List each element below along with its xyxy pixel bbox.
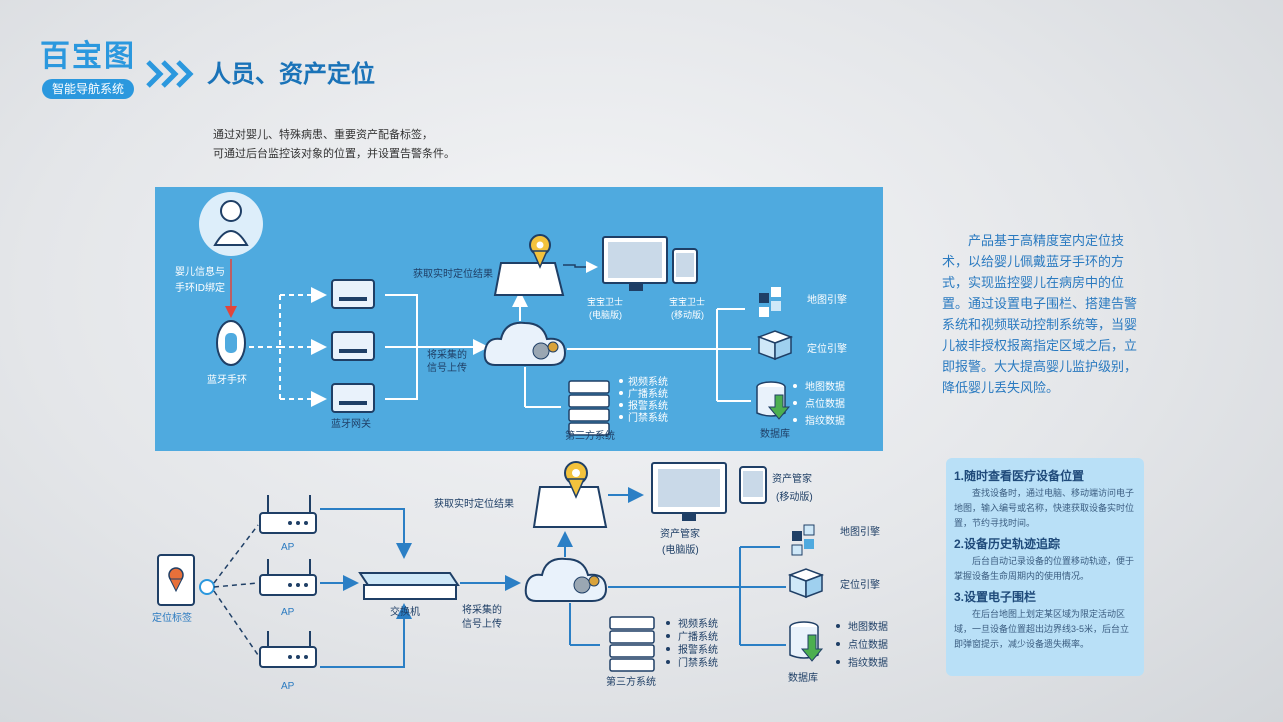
baby-info-label-2: 手环ID绑定 bbox=[175, 281, 225, 294]
upload-label-1: 将采集的 bbox=[427, 348, 467, 361]
locate-engine-label: 定位引擎 bbox=[807, 342, 847, 355]
features-card: 1.随时查看医疗设备位置 查找设备时，通过电脑、移动端访问电子地图，输入编号或名… bbox=[946, 458, 1144, 676]
intro-line-1: 通过对婴儿、特殊病患、重要资产配备标签， bbox=[213, 129, 433, 141]
mobile-app-label-2: (移动版) bbox=[776, 490, 813, 503]
map-pin-icon bbox=[493, 234, 565, 296]
locate-engine-icon bbox=[787, 568, 825, 599]
gateway-icon-2 bbox=[331, 331, 375, 361]
gateway-icon-1 bbox=[331, 279, 375, 309]
third-item-4: 门禁系统 bbox=[628, 411, 668, 424]
db-item-2: 点位数据 bbox=[805, 397, 845, 410]
switch-icon bbox=[358, 572, 460, 600]
get-result-label: 获取实时定位结果 bbox=[434, 497, 514, 510]
feature-title-1: 1.随时查看医疗设备位置 bbox=[954, 469, 1085, 483]
upload-label-2: 信号上传 bbox=[462, 618, 502, 630]
database-icon bbox=[756, 381, 791, 420]
ap-icon-1 bbox=[259, 495, 317, 534]
map-engine-label: 地图引擎 bbox=[807, 293, 847, 306]
db-item-1: 地图数据 bbox=[848, 620, 888, 633]
third-item-4: 门禁系统 bbox=[678, 656, 718, 669]
db-item-1: 地图数据 bbox=[805, 380, 845, 393]
baby-info-label: 婴儿信息与 bbox=[175, 265, 225, 278]
third-item-2: 广播系统 bbox=[678, 630, 718, 643]
tablet-icon bbox=[672, 248, 698, 284]
logo: 百宝图 bbox=[40, 40, 136, 73]
database-icon bbox=[789, 621, 824, 662]
page-title: 人员、资产定位 bbox=[207, 61, 375, 88]
feature-title-3: 3.设置电子围栏 bbox=[954, 590, 1037, 604]
pc-app-label: 资产管家 bbox=[660, 527, 700, 540]
tag-label: 定位标签 bbox=[152, 611, 192, 624]
intro-line-2: 可通过后台监控该对象的位置，并设置告警条件。 bbox=[213, 148, 455, 160]
third-party-label: 第三方系统 bbox=[606, 675, 656, 688]
monitor-icon bbox=[602, 236, 668, 291]
cloud-icon bbox=[524, 557, 608, 602]
bracelet-label: 蓝牙手环 bbox=[207, 373, 247, 386]
ap-icon-3 bbox=[259, 631, 317, 668]
location-tag-icon bbox=[157, 554, 195, 606]
baby-icon bbox=[199, 192, 263, 256]
third-item-2: 广播系统 bbox=[628, 387, 668, 400]
mobile-app-label: 宝宝卫士 bbox=[669, 296, 705, 307]
database-label: 数据库 bbox=[788, 671, 818, 684]
ap-label-1: AP bbox=[281, 542, 295, 553]
map-pin-icon bbox=[532, 461, 608, 528]
gateway-label: 蓝牙网关 bbox=[331, 417, 371, 430]
bracelet-icon bbox=[216, 320, 246, 366]
upload-label-1: 将采集的 bbox=[462, 603, 502, 616]
locate-engine-label: 定位引擎 bbox=[840, 578, 880, 591]
third-party-label: 第三方系统 bbox=[565, 429, 615, 442]
pc-app-label-2: (电脑版) bbox=[662, 543, 699, 556]
database-label: 数据库 bbox=[760, 427, 790, 440]
db-item-3: 指纹数据 bbox=[805, 414, 845, 427]
third-item-3: 报警系统 bbox=[678, 643, 718, 656]
map-engine-icon bbox=[791, 524, 815, 556]
db-item-2: 点位数据 bbox=[848, 638, 888, 651]
ap-label-3: AP bbox=[281, 681, 295, 692]
map-engine-icon bbox=[759, 287, 781, 317]
monitor-icon bbox=[651, 462, 727, 521]
map-engine-label: 地图引擎 bbox=[840, 525, 880, 538]
tablet-icon bbox=[739, 466, 767, 504]
gateway-icon-3 bbox=[331, 383, 375, 413]
upload-label-2: 信号上传 bbox=[427, 362, 467, 374]
locate-engine-icon bbox=[756, 330, 794, 361]
third-item-3: 报警系统 bbox=[628, 399, 668, 412]
feature-text-1: 查找设备时，通过电脑、移动端访问电子地图，输入编号或名称，快速获取设备实时位置，… bbox=[954, 488, 1135, 528]
ap-label-2: AP bbox=[281, 607, 295, 618]
pc-app-label-2: (电脑版) bbox=[589, 309, 622, 320]
top-diagram: 婴儿信息与 手环ID绑定 蓝牙手环 蓝牙网关 将采集的 信号上传 获取实时定位结… bbox=[175, 192, 847, 442]
pc-app-label: 宝宝卫士 bbox=[587, 296, 623, 307]
switch-label: 交换机 bbox=[390, 605, 420, 618]
server-icon bbox=[609, 616, 655, 672]
mobile-app-label-2: (移动版) bbox=[671, 309, 704, 320]
chevrons-icon bbox=[146, 60, 194, 88]
cloud-icon bbox=[483, 321, 567, 366]
bottom-diagram: 定位标签 AP AP AP 交换机 将采集的 信号上传 获取实时定位结果 bbox=[152, 461, 888, 692]
third-item-1: 视频系统 bbox=[678, 617, 718, 630]
feature-title-2: 2.设备历史轨迹追踪 bbox=[954, 537, 1061, 551]
get-result-label: 获取实时定位结果 bbox=[413, 267, 493, 280]
product-description: 产品基于高精度室内定位技术，以给婴儿佩戴蓝牙手环的方式，实现监控婴儿在病房中的位… bbox=[942, 233, 1138, 395]
third-item-1: 视频系统 bbox=[628, 375, 668, 388]
mobile-app-label: 资产管家 bbox=[772, 472, 812, 485]
ap-icon-2 bbox=[259, 559, 317, 596]
logo-subtitle: 智能导航系统 bbox=[42, 79, 134, 99]
feature-text-3: 在后台地图上划定某区域为限定活动区域，一旦设备位置超出边界线3-5米，后台立即弹… bbox=[954, 609, 1130, 649]
server-icon bbox=[568, 380, 610, 436]
db-item-3: 指纹数据 bbox=[848, 656, 888, 669]
feature-text-2: 后台自动记录设备的位置移动轨迹，便于掌握设备生命周期内的使用情况。 bbox=[954, 556, 1135, 581]
